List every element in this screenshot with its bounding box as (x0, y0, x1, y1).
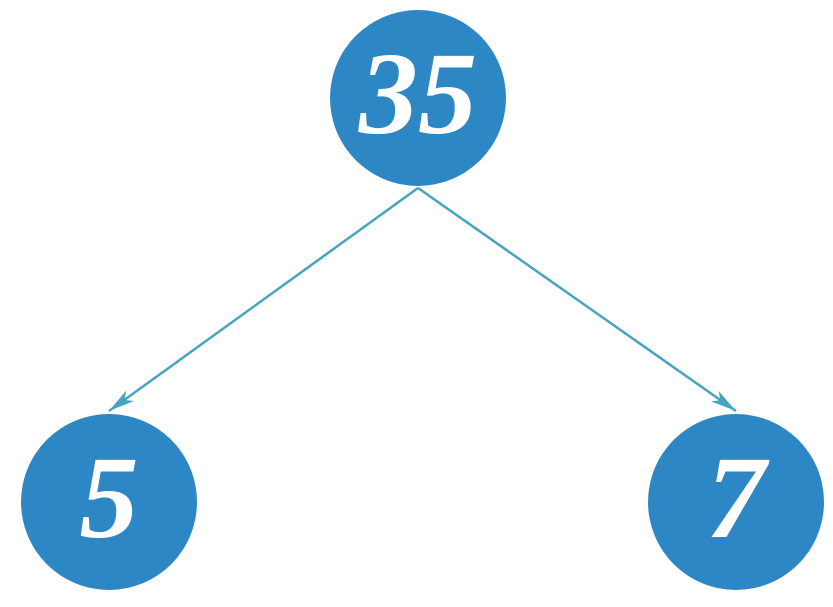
node-label-root: 35 (359, 28, 477, 159)
tree-node-root: 35 (330, 10, 506, 186)
node-label-left-child: 5 (79, 432, 139, 563)
tree-node-right-child: 7 (648, 414, 824, 590)
tree-node-left-child: 5 (21, 414, 197, 590)
edge-root-to-left-child (108, 186, 419, 413)
node-label-right-child: 7 (706, 432, 766, 563)
edge-root-to-right-child (417, 186, 737, 413)
